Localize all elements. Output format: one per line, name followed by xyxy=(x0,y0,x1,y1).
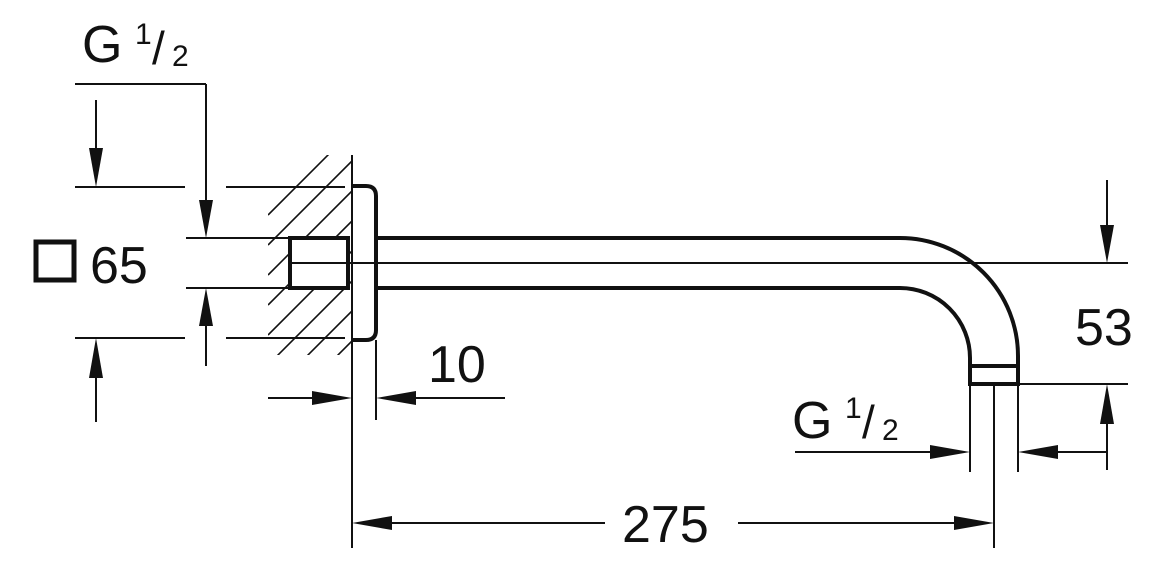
arm-bottom-edge xyxy=(376,286,972,368)
flange-dim-left-arrow xyxy=(312,391,352,405)
thread-top-letter: G xyxy=(82,16,122,74)
square-symbol xyxy=(33,239,77,283)
flange-dim-right-arrow xyxy=(376,391,416,405)
height-arrow-top xyxy=(1100,225,1114,263)
thread-bottom-slash: / xyxy=(862,396,875,448)
thread-top-arrow-down xyxy=(199,200,213,238)
thread-top-arrow-up xyxy=(199,288,213,326)
height-label: 53 xyxy=(1075,299,1133,357)
arm-top-edge xyxy=(376,236,1020,368)
outlet-nut xyxy=(968,364,1020,386)
thread-bottom-denominator: 2 xyxy=(882,414,899,447)
square-arrow-top xyxy=(89,148,103,187)
thread-bottom-numerator: 1 xyxy=(845,392,862,425)
square-arrow-bottom xyxy=(89,338,103,378)
thread-top-slash: / xyxy=(152,22,165,74)
square-size-label: 65 xyxy=(90,237,148,295)
thread-bottom-letter: G xyxy=(792,392,832,450)
length-arrow-right xyxy=(954,516,994,530)
height-arrow-bottom xyxy=(1100,384,1114,424)
thread-bottom-left-arrow xyxy=(930,445,970,459)
flange-thickness-label: 10 xyxy=(428,336,486,394)
length-arrow-left xyxy=(352,516,392,530)
thread-top-denominator: 2 xyxy=(172,40,189,73)
length-label: 275 xyxy=(622,496,709,554)
thread-bottom-right-arrow xyxy=(1018,445,1058,459)
thread-top-numerator: 1 xyxy=(135,18,152,51)
